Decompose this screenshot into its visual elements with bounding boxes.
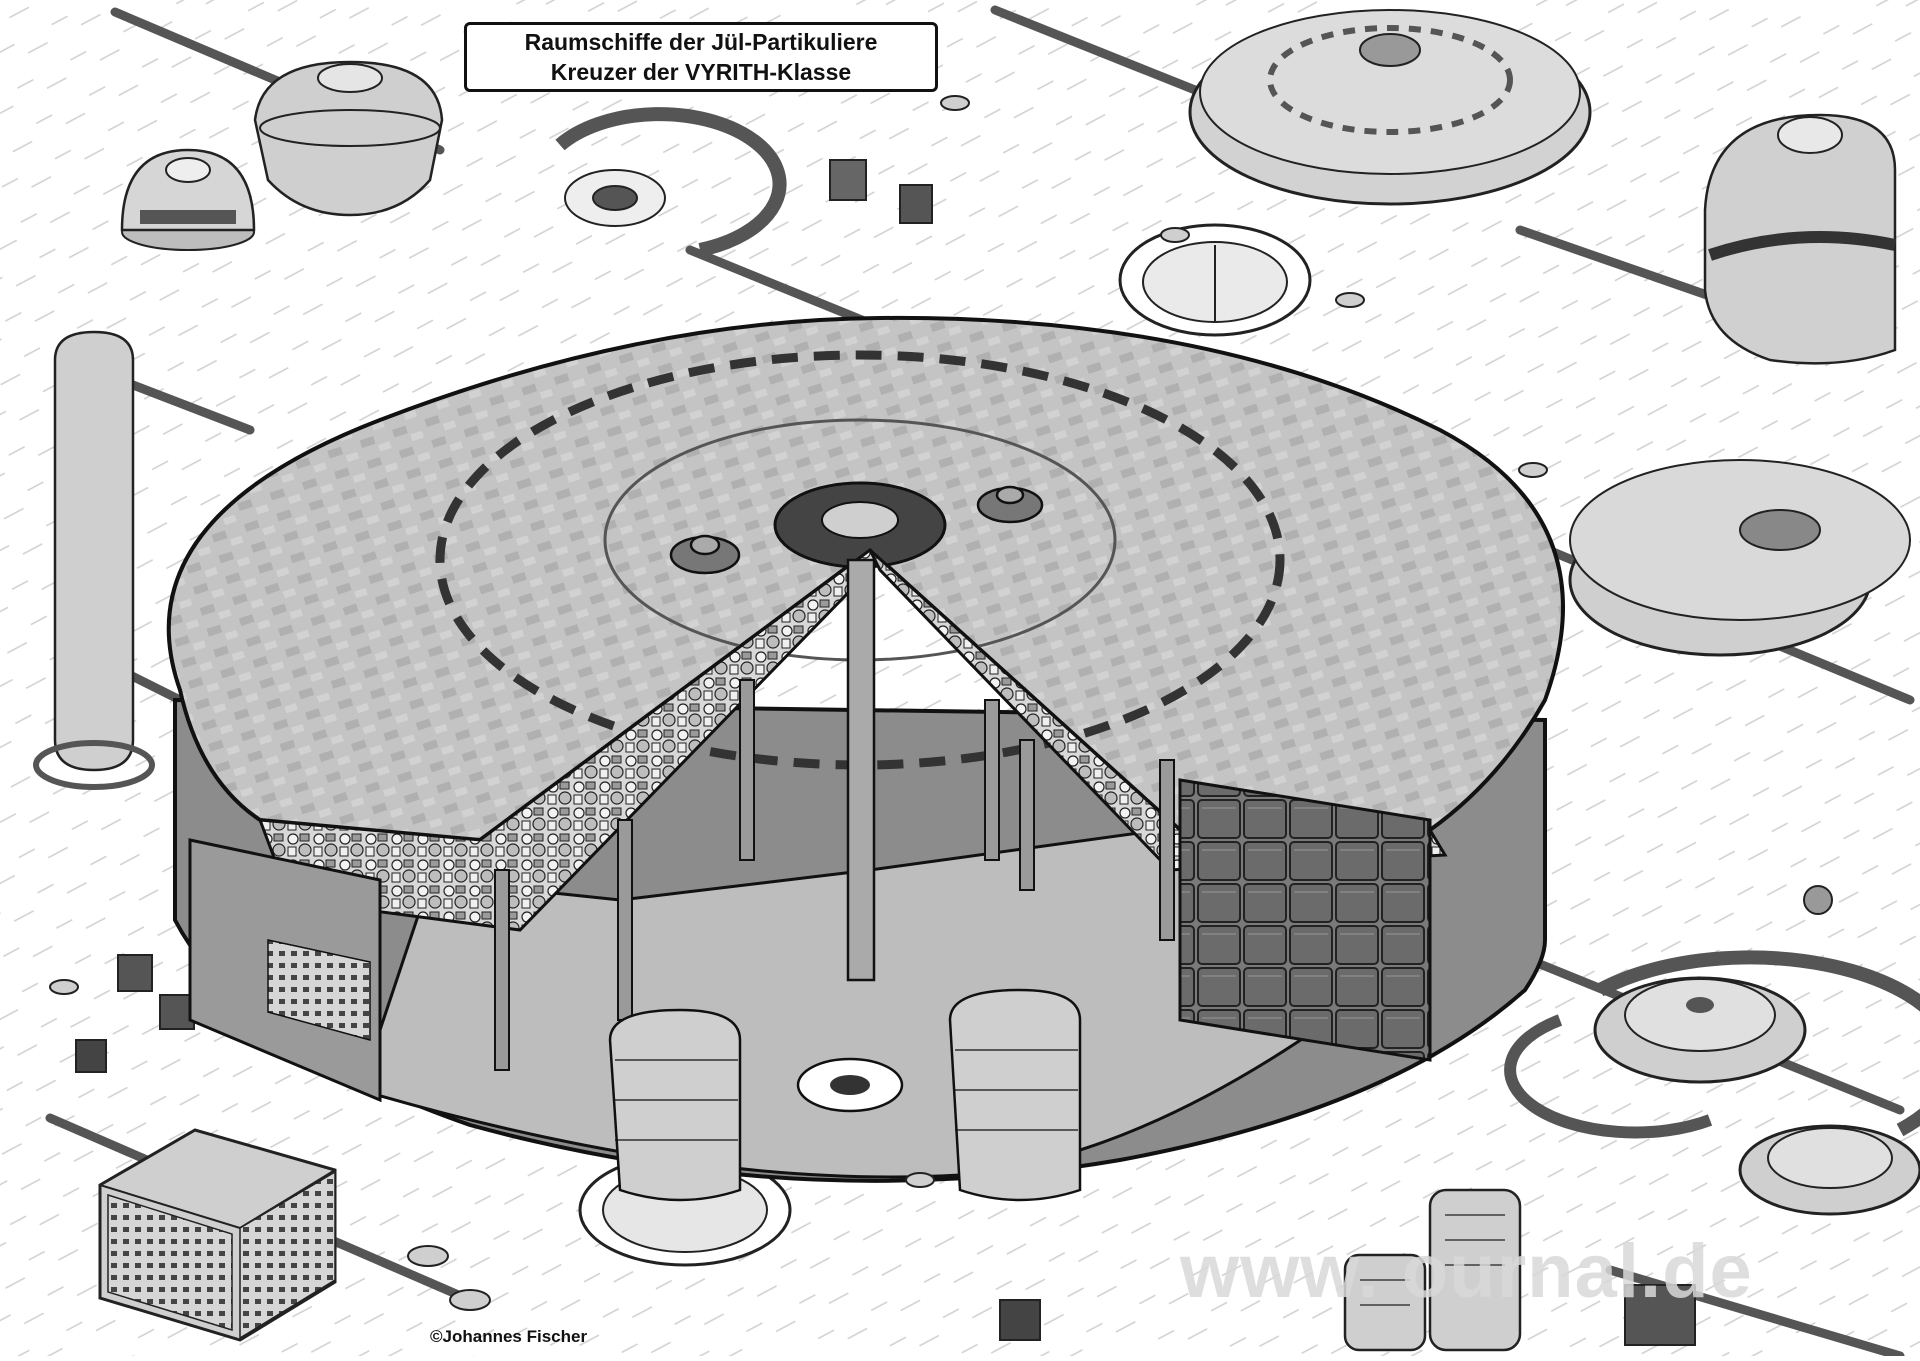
vyrith-cruiser-cutaway	[166, 315, 1565, 1202]
central-shaft	[846, 558, 876, 982]
watermark: www. ournal.de	[1180, 1229, 1753, 1314]
small-ship-spherical-1	[120, 148, 256, 251]
cargo-storage-bay	[1178, 778, 1432, 1062]
storage-block	[98, 1128, 337, 1342]
floor-hatch-top	[1118, 223, 1312, 337]
upper-deck-hull	[166, 315, 1565, 843]
small-ship-spherical-2	[253, 60, 444, 217]
cargo-cubes	[75, 159, 1696, 1346]
docking-ring-topleft	[555, 107, 787, 257]
docking-ring-right	[1504, 950, 1920, 1139]
pillar-ship-left	[33, 330, 155, 790]
sphere-ship-right	[1703, 113, 1897, 365]
engine-pods	[608, 988, 1082, 1202]
floor-pads	[49, 95, 1548, 1311]
disc-ship-lower-right	[1593, 885, 1920, 1216]
title-line-2: Kreuzer der VYRITH-Klasse	[550, 59, 852, 85]
tower-modules	[1343, 1188, 1522, 1352]
disc-ship-right	[1568, 459, 1911, 657]
title-box: Raumschiffe der Jül-Partikuliere Kreuzer…	[464, 22, 938, 92]
title-line-1: Raumschiffe der Jül-Partikuliere	[524, 29, 878, 55]
deck-turrets	[669, 485, 1044, 575]
artist-credit: ©Johannes Fischer	[430, 1327, 588, 1346]
disc-ship-top	[1188, 9, 1592, 206]
